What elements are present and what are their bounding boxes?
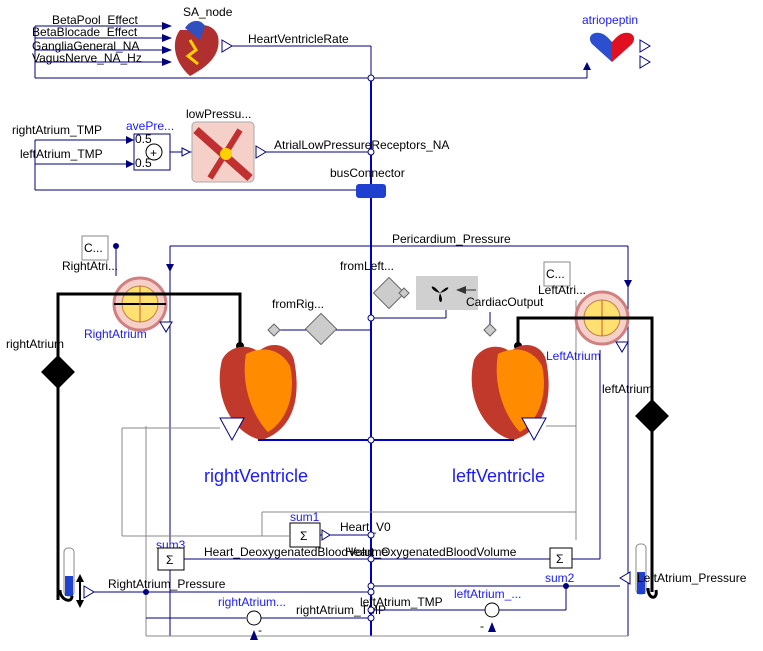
bus-connector-label: busConnector (330, 166, 405, 180)
sum1-sigma: Σ (300, 529, 307, 543)
right-atrium-tmp2-label: rightAtrium_TMP (296, 603, 386, 617)
left-atrium-black-label: leftAtrium (602, 382, 653, 396)
left-atri-top-label: LeftAtri... (538, 283, 586, 297)
right-atrium-black-label: rightAtrium (6, 337, 64, 351)
sum2-label: sum2 (545, 571, 575, 585)
pericardium-label: Pericardium_Pressure (392, 232, 511, 246)
ra-pressure-label: RightAtrium_Pressure (108, 577, 226, 591)
right-atr-top-label: RightAtri... (62, 259, 118, 273)
right-atrium-flow (56, 292, 242, 600)
right-atrium-pressure-gauge[interactable] (58, 547, 75, 602)
sum1-label: sum1 (290, 510, 320, 524)
heart-v0-label: Heart_V0 (340, 520, 391, 534)
c-right-block[interactable] (81, 235, 109, 261)
left-atrium-flow (516, 316, 654, 592)
right-minus: - (258, 623, 262, 637)
beta-pool-label: BetaPool_Effect (52, 13, 139, 27)
atriopeptin-port-1 (639, 39, 651, 53)
left-atrium-tmp2-label: leftAtrium_TMP (360, 595, 443, 609)
left-atrium-dots-label: leftAtrium_... (454, 587, 521, 601)
right-atrium-blue-label: RightAtrium (84, 327, 147, 341)
right-atrium-icon[interactable] (112, 276, 168, 332)
cardiac-output-fan-icon[interactable] (416, 276, 478, 310)
la-pressure-label: LeftAtrium_Pressure (637, 571, 747, 585)
ave-pre-plus: + (150, 146, 157, 160)
right-atrium-dots-label: rightAtrium... (218, 595, 286, 609)
right-ventricle-triangle (219, 417, 245, 442)
left-atrium-tmp-label: leftAtrium_TMP (20, 147, 103, 161)
right-atrium-tmp-label: rightAtrium_TMP (12, 123, 102, 137)
left-atrium-blue-label: LeftAtrium (546, 349, 601, 363)
heart-rate-label: HeartVentricleRate (248, 32, 349, 46)
low-pressure-receptor-icon[interactable] (191, 121, 255, 183)
left-atrium-out-port (615, 341, 629, 353)
sa-node-label: SA_node (183, 5, 233, 19)
bus-junctions (367, 74, 375, 622)
bus-connector[interactable] (356, 184, 386, 198)
atriopeptin-port-2 (639, 55, 651, 69)
c-left-block[interactable] (543, 261, 571, 287)
right-atrium-out-port (159, 321, 173, 333)
ganglia-label: GangliaGeneral_NA (32, 39, 139, 53)
vagus-label: VagusNerve_NA_Hz (32, 51, 142, 65)
pericardium-left-port (624, 280, 632, 288)
left-atrium-diamond[interactable] (635, 399, 669, 433)
atriopeptin-heart-icon[interactable] (589, 32, 635, 62)
c-right-label: C... (84, 241, 103, 255)
atriopeptin-label: atriopeptin (582, 13, 638, 27)
left-atrium-pressure-gauge[interactable] (635, 543, 658, 599)
right-atrium-diamond[interactable] (41, 355, 75, 389)
left-minus: - (480, 619, 484, 633)
right-ventricle-label: rightVentricle (204, 466, 308, 486)
deoxy-label: Heart_DeoxygenatedBloodVolume (204, 545, 388, 559)
left-ventricle-heart-icon[interactable] (471, 345, 549, 440)
left-ventricle-triangle (521, 417, 547, 442)
pericardium-right-port (166, 264, 174, 272)
right-ventricle-heart-icon[interactable] (219, 345, 297, 440)
atrial-low-label: AtrialLowPressureReceptors_NA (274, 138, 449, 152)
sa-node-heart-icon[interactable] (174, 20, 219, 76)
left-ventricle-label: leftVentricle (452, 466, 545, 486)
sum2-sigma: Σ (556, 552, 563, 566)
sum3-sigma: Σ (166, 553, 173, 567)
from-right-label: fromRig... (272, 297, 324, 311)
left-atrium-icon[interactable] (574, 290, 630, 346)
gain1-label: 0.5 (135, 132, 152, 146)
from-left-label: fromLeft... (340, 259, 394, 273)
sa-node-inputs (34, 22, 587, 79)
sum2-block[interactable] (549, 547, 573, 569)
oxy-label: Heart_OxygenatedBloodVolume (345, 545, 517, 559)
from-right-diamond[interactable] (304, 312, 338, 346)
c-left-label: C... (546, 267, 565, 281)
from-left-diamond[interactable] (372, 276, 406, 310)
ave-pre-label: avePre... (126, 119, 174, 133)
gain2-label: 0.5 (135, 156, 152, 170)
cardiac-output-label: CardiacOutput (466, 295, 544, 309)
low-pressure-label: lowPressu... (186, 107, 251, 121)
beta-blocade-label: BetaBlocade_Effect (32, 25, 138, 39)
